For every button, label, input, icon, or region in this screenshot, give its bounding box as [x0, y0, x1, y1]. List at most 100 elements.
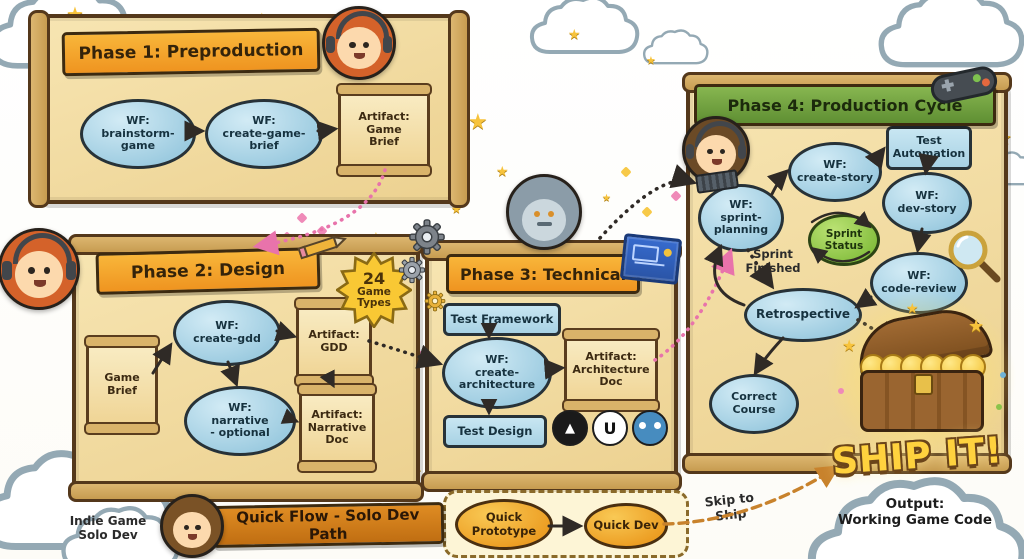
avatar-face: [521, 199, 567, 242]
godot-icon: [632, 410, 668, 446]
node-quick-prototype: Quick Prototype: [455, 499, 553, 550]
avatar-eye: [183, 524, 190, 531]
cloud: [807, 477, 1024, 559]
game-types-badge: 24 Game Types: [334, 250, 414, 330]
avatar-mentor-phase1: [322, 6, 396, 80]
avatar-eye: [349, 41, 356, 48]
node-sprint-status: Sprint Status: [808, 214, 880, 266]
artifact-narrative-doc: Artifact: Narrative Doc: [297, 383, 377, 473]
star-icon: ★: [842, 336, 857, 355]
avatar-face: [14, 250, 64, 298]
headphone-pad: [325, 36, 336, 53]
phase2-title: Phase 2: Design: [130, 258, 286, 284]
output-label: Output: Working Game Code: [837, 496, 993, 529]
phase1-title: Phase 1: Preproduction: [78, 40, 304, 64]
node-wf-create-game-brief: WF: create-game- brief: [205, 99, 323, 169]
sparkle-icon: [620, 166, 632, 178]
star-icon: ★: [646, 54, 656, 67]
cloud: [878, 0, 1024, 68]
avatar-eye: [548, 210, 555, 217]
blueprint-line: [634, 261, 665, 267]
game-controller-icon: [930, 66, 998, 104]
avatar-eye: [719, 148, 726, 155]
phase3-title: Phase 3: Technical: [459, 264, 627, 284]
avatar-eye: [43, 267, 51, 275]
node-correct-course: Correct Course: [709, 374, 799, 434]
phase1-banner: Phase 1: Preproduction: [61, 27, 321, 77]
blueprint-detail: [631, 244, 660, 263]
star-icon: ★: [496, 164, 509, 180]
phase4-banner: Phase 4: Production Cycle: [694, 84, 996, 126]
headphone-pad: [382, 36, 393, 53]
sparkle-icon: [641, 206, 653, 218]
avatar-eye: [195, 524, 201, 531]
avatar-mentor-phase2: [0, 228, 80, 310]
headphone-pad: [1, 261, 13, 280]
cloud: [642, 29, 709, 65]
input-game-brief: Game Brief: [84, 335, 160, 435]
cloud: [529, 0, 640, 54]
avatar-eye: [534, 210, 541, 217]
blueprint-dot: [663, 248, 673, 258]
star-icon: ★: [968, 316, 985, 337]
phase2-banner: Phase 2: Design: [95, 247, 321, 295]
unreal-icon: U: [592, 410, 628, 446]
phase4-title: Phase 4: Production Cycle: [727, 95, 963, 115]
avatar-eye: [363, 41, 370, 48]
blueprint-icon: [619, 233, 683, 285]
starburst-icon: [334, 250, 414, 330]
avatar-mouth: [187, 534, 198, 540]
gear-icon: [424, 290, 446, 312]
sprint-finished-label: Sprint Finished: [745, 247, 801, 275]
treasure-chest: ★ ★ ★: [826, 292, 1016, 462]
confetti: [996, 404, 1002, 410]
headphone-pad: [65, 261, 77, 280]
headphone-pad: [737, 143, 747, 159]
node-test-automation: Test Automation: [886, 126, 972, 170]
avatar-mouth: [354, 52, 366, 60]
star-icon: ★: [906, 301, 919, 317]
unreal-letter: U: [603, 418, 617, 438]
avatar-mouth: [33, 279, 46, 288]
avatar-face: [173, 512, 211, 549]
star-icon: ★: [451, 202, 462, 216]
gear-icon: [398, 256, 426, 284]
confetti: [838, 388, 844, 394]
node-test-framework: Test Framework: [443, 303, 561, 336]
avatar-mouth: [537, 221, 553, 226]
solo-dev-label: Indie Game Solo Dev: [69, 514, 147, 543]
avatar-face: [337, 26, 381, 69]
avatar-mouth: [711, 158, 722, 165]
star-icon: ★: [602, 193, 611, 204]
star-icon: ★: [568, 27, 581, 43]
confetti: [1000, 372, 1006, 378]
gear-icon: [409, 219, 445, 255]
unity-icon: ▲: [552, 410, 588, 446]
unity-glyph: ▲: [565, 420, 575, 436]
sparkle-icon: [670, 190, 682, 202]
node-wf-create-gdd: WF: create-gdd: [173, 300, 281, 366]
quick-flow-banner: Quick Flow - Solo Dev Path: [211, 501, 445, 549]
avatar-solo-dev: [160, 494, 224, 558]
headphones-icon: [694, 120, 745, 147]
node-wf-narrative-optional: WF: narrative - optional: [184, 386, 296, 456]
node-wf-brainstorm-game: WF: brainstorm- game: [80, 99, 196, 169]
artifact-architecture-doc: Artifact: Architecture Doc: [562, 328, 660, 412]
avatar-dragon-architect: [506, 174, 582, 250]
node-wf-sprint-planning: WF: sprint- planning: [698, 184, 784, 252]
magnifier-icon: [948, 230, 1001, 283]
avatar-eye: [707, 148, 713, 155]
chest-lock: [914, 374, 933, 395]
badge-word2: Types: [357, 297, 391, 310]
engine-icons: ▲ U: [552, 410, 668, 446]
skip-to-ship-label: Skip to Ship: [703, 489, 755, 524]
node-wf-create-story: WF: create-story: [788, 142, 882, 202]
artifact-game-brief: Artifact: Game Brief: [336, 83, 432, 177]
node-wf-dev-story: WF: dev-story: [882, 172, 972, 234]
headphone-pad: [685, 143, 695, 159]
node-test-design: Test Design: [443, 415, 547, 448]
avatar-face: [696, 135, 736, 174]
sparkle-icon: [296, 212, 308, 224]
quick-flow-title: Quick Flow - Solo Dev Path: [236, 505, 420, 544]
